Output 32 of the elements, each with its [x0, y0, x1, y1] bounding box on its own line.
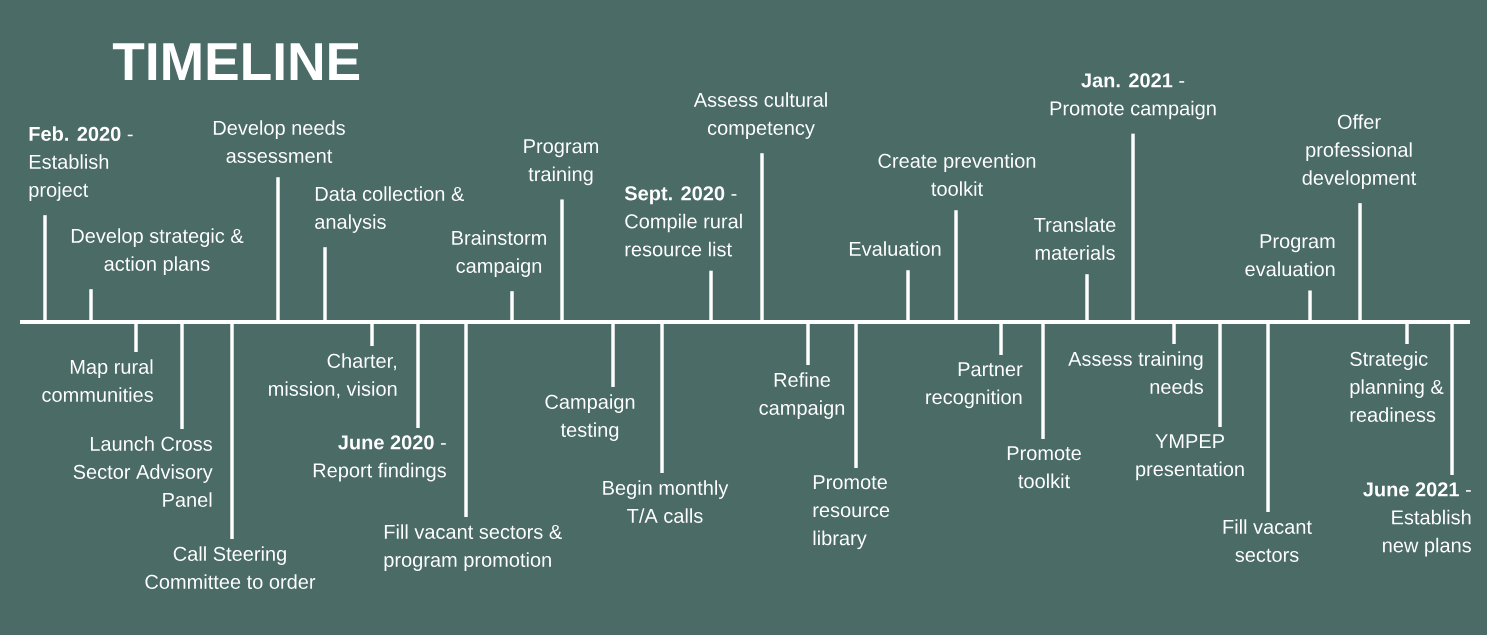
event-label: YMPEP presentation	[1136, 434, 1244, 481]
event-label: Call Steering Committee to order	[145, 546, 316, 589]
event-label: Promote resource library	[813, 475, 890, 550]
event-label: Begin monthly T/A calls	[603, 480, 729, 523]
event-label: Campaign testing	[545, 394, 635, 441]
event-label: Brainstorm campaign	[452, 230, 546, 277]
event-label: Launch Cross Sector Advisory Panel	[73, 436, 213, 507]
event-label: Map rural communities	[42, 359, 153, 402]
event-label: June 2020 - Report findings	[313, 435, 446, 482]
event-label: Assess cultural competency	[693, 92, 827, 139]
event-label: Develop strategic & action plans	[71, 228, 244, 275]
event-label: Feb. 2020 - Establish project	[29, 126, 133, 201]
event-label: Charter, mission, vision	[269, 353, 397, 399]
event-label: Offer professional development	[1302, 114, 1417, 189]
event-label: Translate materials	[1034, 217, 1116, 260]
event-label: June 2021 - Establish new plans	[1363, 482, 1471, 557]
event-label: Evaluation	[849, 241, 941, 256]
event-label: Strategic planning & readiness	[1350, 351, 1444, 422]
event-label: Program evaluation	[1245, 234, 1335, 277]
title: TIMELINE	[112, 43, 360, 80]
event-label: Fill vacant sectors & program promotion	[384, 524, 562, 571]
event-label: Assess training needs	[1068, 351, 1203, 394]
event-label: Partner recognition	[926, 362, 1023, 409]
event-label: Develop needs assessment	[213, 120, 345, 163]
event-label: Fill vacant sectors	[1223, 519, 1312, 562]
event-label: Sept. 2020 - Compile rural resource list	[624, 186, 742, 257]
timeline-axis	[20, 320, 1470, 324]
event-label: Create prevention toolkit	[878, 153, 1036, 196]
event-label: Jan. 2021 - Promote campaign	[1050, 73, 1216, 120]
event-label: Promote toolkit	[1007, 446, 1081, 489]
event-label: Refine campaign	[759, 372, 845, 419]
event-label: Program training	[524, 139, 598, 186]
